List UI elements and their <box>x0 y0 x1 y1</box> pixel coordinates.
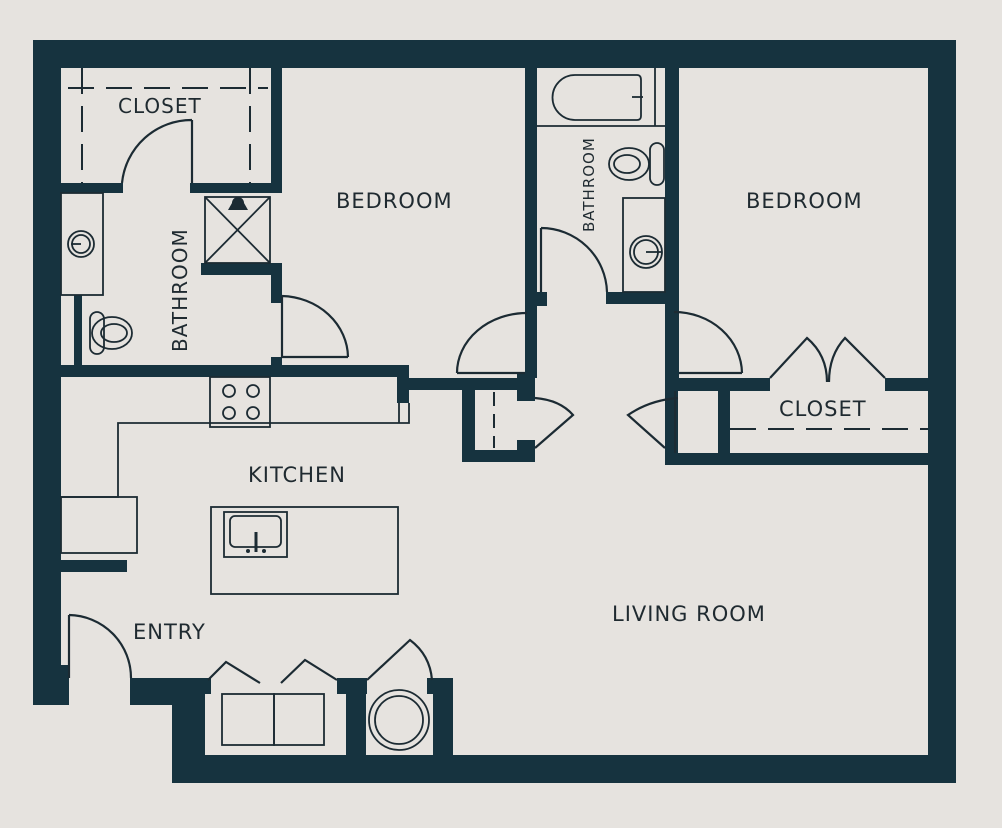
bathtub-icon <box>537 68 665 127</box>
toilet-icon <box>608 142 665 186</box>
bathroom-door-swing <box>539 226 609 293</box>
water-heater-icon <box>368 689 430 751</box>
label-closet-2: CLOSET <box>779 397 867 421</box>
cooktop-icon <box>209 376 271 428</box>
kitchen-sink-icon <box>223 511 288 558</box>
closet-door-swing <box>120 118 194 184</box>
label-bedroom-1: BEDROOM <box>336 189 453 213</box>
label-bathroom-2: BATHROOM <box>580 137 598 232</box>
closet-door-swing <box>626 396 679 449</box>
laundry-bifold-door <box>207 658 338 684</box>
room-labels: CLOSET BATHROOM BEDROOM BATHROOM BEDROOM… <box>118 94 867 644</box>
bedroom-door-swing <box>673 310 744 375</box>
label-kitchen: KITCHEN <box>248 463 346 487</box>
bedroom-door-swing <box>455 311 528 375</box>
toilet-icon <box>89 311 133 355</box>
closet-door-swing <box>534 396 575 449</box>
utility-door-swing <box>366 638 434 681</box>
label-bedroom-2: BEDROOM <box>746 189 863 213</box>
vanity <box>60 192 104 296</box>
label-closet-1: CLOSET <box>118 94 202 118</box>
label-living-room: LIVING ROOM <box>612 602 766 626</box>
kitchen-counter <box>60 496 138 554</box>
kitchen-counter <box>61 403 410 498</box>
interior-walls <box>61 68 928 755</box>
bedroom-door-swing <box>280 294 350 359</box>
label-entry: ENTRY <box>133 620 206 644</box>
shower-icon <box>204 196 271 264</box>
washer-dryer-icon <box>221 693 325 746</box>
bathroom-sink-icon <box>67 230 95 258</box>
linework <box>60 68 928 751</box>
entry-door-swing <box>67 613 133 679</box>
kitchen-island <box>210 506 399 595</box>
label-bathroom-1: BATHROOM <box>168 228 192 352</box>
closet-bifold-door <box>769 336 886 383</box>
bathroom-sink-icon <box>629 235 663 269</box>
outer-walls <box>33 40 956 783</box>
